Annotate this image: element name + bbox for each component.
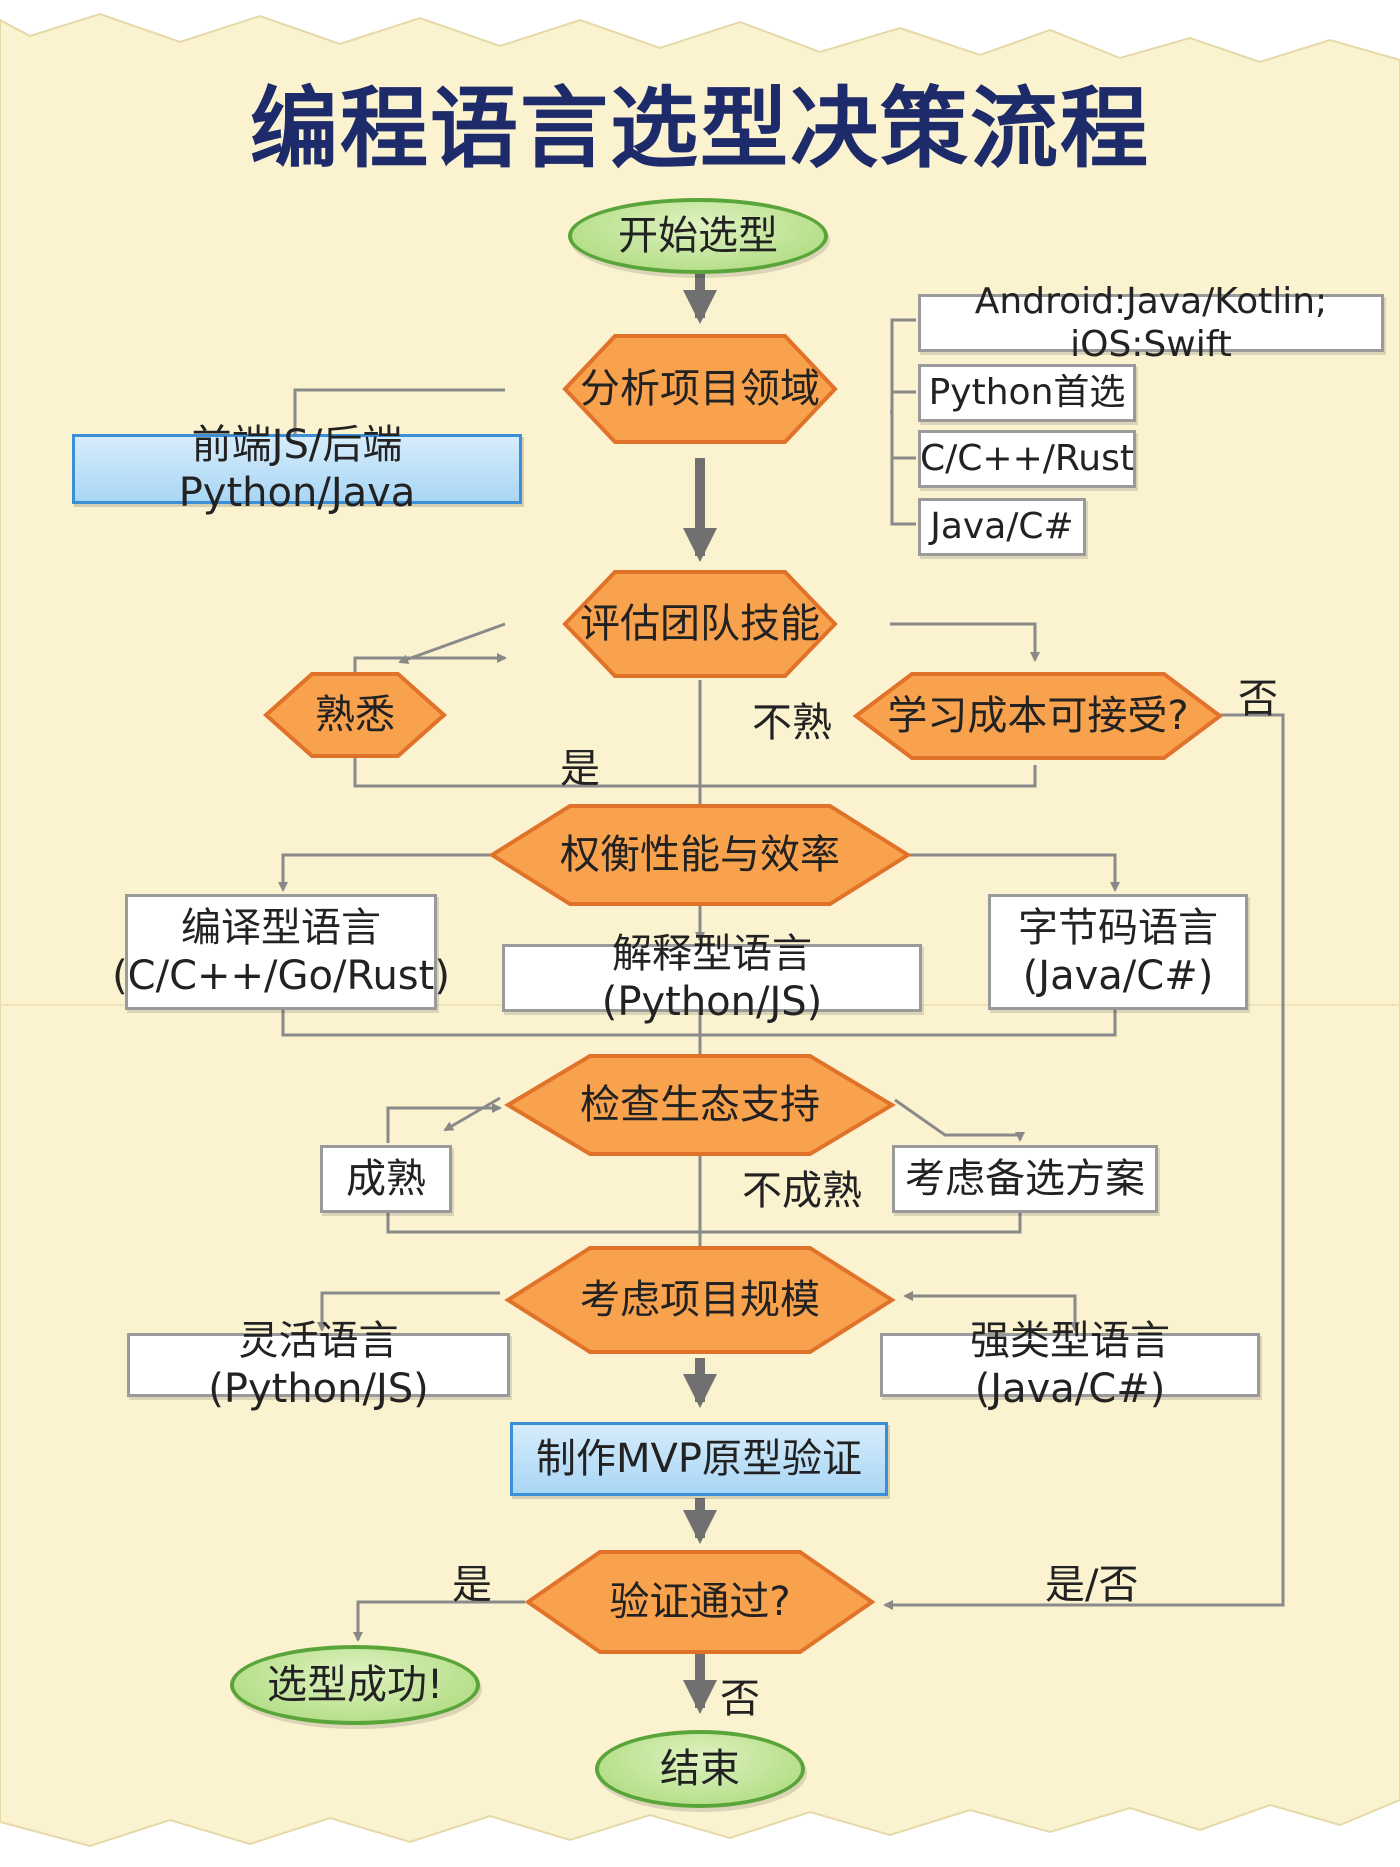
- team-skill-label: 评估团队技能: [580, 601, 820, 647]
- alternative-box: 考虑备选方案: [892, 1145, 1158, 1213]
- web-stack-box: 前端JS/后端Python/Java: [72, 422, 522, 516]
- perf-label: 权衡性能与效率: [560, 832, 840, 878]
- learn-cost-label: 学习成本可接受?: [887, 693, 1189, 739]
- ecosystem-diamond-shape: [504, 1054, 896, 1156]
- learn-cost-decision: 学习成本可接受?: [852, 670, 1224, 762]
- interpreted-box: 解释型语言(Python/JS): [502, 931, 922, 1025]
- label-no-right: 否: [1238, 676, 1278, 722]
- verify-label: 验证通过?: [609, 1579, 791, 1625]
- scale-label: 考虑项目规模: [580, 1277, 820, 1323]
- mature-label: 成熟: [346, 1156, 426, 1202]
- flexible-box: 灵活语言(Python/JS): [127, 1318, 510, 1412]
- label-yes-left: 是: [452, 1562, 492, 1608]
- ecosystem-label: 检查生态支持: [580, 1082, 820, 1128]
- start-node: 开始选型: [568, 198, 828, 274]
- mvp-label: 制作MVP原型验证: [536, 1436, 862, 1482]
- success-label: 选型成功!: [266, 1662, 444, 1708]
- verify-decision: 验证通过?: [520, 1546, 880, 1658]
- familiar-label: 熟悉: [315, 692, 395, 738]
- c-family-box: C/C++/Rust: [918, 430, 1136, 488]
- team-skill-diamond-shape: [562, 570, 838, 678]
- analyze-diamond-shape: [562, 334, 838, 444]
- learn-cost-diamond-shape: [852, 672, 1224, 760]
- team-skill-decision: 评估团队技能: [505, 566, 895, 682]
- label-no-bottom: 否: [720, 1676, 760, 1722]
- analyze-decision: 分析项目领域: [505, 330, 895, 448]
- mobile-label: Android:Java/Kotlin; iOS:Swift: [974, 280, 1328, 365]
- bytecode-box: 字节码语言 (Java/C#): [988, 894, 1248, 1010]
- ecosystem-decision: 检查生态支持: [500, 1050, 900, 1160]
- perf-decision: 权衡性能与效率: [480, 800, 920, 910]
- scale-decision: 考虑项目规模: [500, 1242, 900, 1358]
- mobile-box: Android:Java/Kotlin; iOS:Swift: [918, 281, 1384, 365]
- page-title: 编程语言选型决策流程: [249, 77, 1150, 180]
- compiled-box: 编译型语言 (C/C++/Go/Rust): [112, 894, 450, 1010]
- analyze-label: 分析项目领域: [580, 366, 820, 412]
- flexible-label: 灵活语言(Python/JS): [208, 1318, 429, 1412]
- label-yes-no: 是/否: [1045, 1562, 1139, 1608]
- alternative-label: 考虑备选方案: [905, 1156, 1145, 1202]
- web-stack-label: 前端JS/后端Python/Java: [178, 422, 416, 516]
- c-family-label: C/C++/Rust: [920, 438, 1134, 480]
- bytecode-label-line2: (Java/C#): [1022, 953, 1214, 999]
- strong-box: 强类型语言(Java/C#): [880, 1318, 1260, 1412]
- scale-diamond-shape: [504, 1246, 896, 1354]
- familiar-diamond-shape: [262, 672, 448, 758]
- perf-diamond-shape: [488, 804, 912, 906]
- familiar-decision: 熟悉: [262, 670, 448, 760]
- mvp-box: 制作MVP原型验证: [510, 1422, 888, 1496]
- java-cs-box: Java/C#: [918, 498, 1086, 556]
- end-node: 结束: [595, 1730, 805, 1808]
- label-unfamiliar: 不熟: [752, 700, 832, 746]
- compiled-label-line1: 编译型语言: [181, 905, 381, 951]
- compiled-label-line2: (C/C++/Go/Rust): [112, 953, 450, 999]
- mature-box: 成熟: [320, 1145, 452, 1213]
- start-label: 开始选型: [618, 213, 778, 259]
- label-immature: 不成熟: [742, 1168, 862, 1214]
- verify-diamond-shape: [524, 1550, 876, 1654]
- interpreted-label: 解释型语言(Python/JS): [601, 931, 823, 1025]
- python-first-box: Python首选: [918, 364, 1136, 422]
- label-yes-mid: 是: [560, 746, 600, 792]
- bytecode-label-line1: 字节码语言: [1018, 905, 1218, 951]
- end-label: 结束: [660, 1746, 740, 1792]
- java-cs-label: Java/C#: [930, 506, 1074, 548]
- python-first-label: Python首选: [928, 372, 1126, 414]
- strong-label: 强类型语言(Java/C#): [970, 1318, 1170, 1412]
- success-node: 选型成功!: [230, 1645, 480, 1725]
